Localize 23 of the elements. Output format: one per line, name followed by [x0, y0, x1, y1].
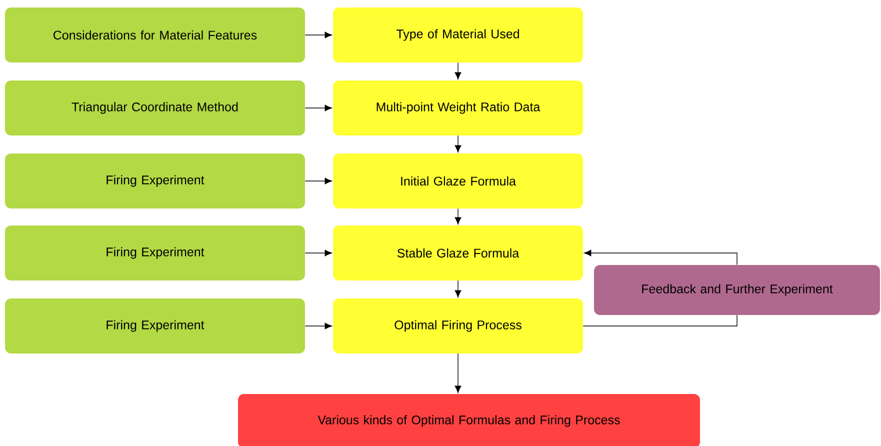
arrow: [584, 250, 738, 266]
arrow: [454, 353, 462, 393]
arrow: [304, 250, 332, 256]
input-box: Firing Experiment: [5, 153, 305, 208]
feedback-box: Feedback and Further Experiment: [594, 264, 880, 315]
process-box: Optimal Firing Process: [333, 298, 583, 354]
arrow: [304, 104, 332, 112]
arrow: [454, 62, 462, 80]
input-box: Firing Experiment: [5, 298, 305, 354]
input-box: Firing Experiment: [5, 226, 305, 280]
arrow: [454, 280, 462, 298]
arrow: [304, 178, 332, 184]
process-box: Multi-point Weight Ratio Data: [333, 80, 583, 136]
process-box: Type of Material Used: [333, 8, 583, 62]
arrow: [454, 135, 462, 152]
process-box: Stable Glaze Formula: [333, 226, 583, 280]
input-box: Triangular Coordinate Method: [5, 80, 305, 136]
process-box: Initial Glaze Formula: [333, 153, 583, 208]
input-box: Considerations for Material Features: [5, 8, 305, 62]
arrow: [304, 32, 332, 38]
arrow: [454, 208, 462, 224]
arrow: [304, 322, 332, 330]
result-box: Various kinds of Optimal Formulas and Firing Process: [238, 394, 700, 446]
